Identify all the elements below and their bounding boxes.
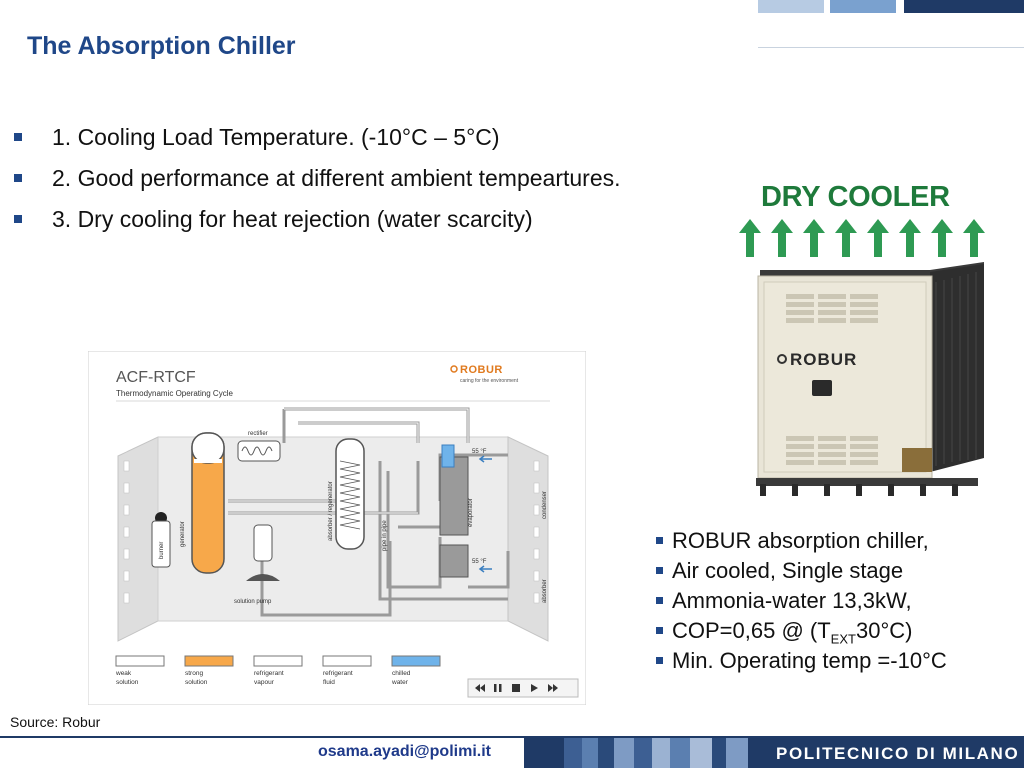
bullet-text: 3. Dry cooling for heat rejection (water…	[52, 206, 533, 232]
label-absorber: absorber	[542, 579, 548, 603]
spec-item: Min. Operating temp =-10°C	[656, 648, 947, 678]
author-email-link[interactable]: osama.ayadi@polimi.it	[318, 743, 491, 760]
legend-swatch	[253, 655, 303, 667]
spec-marker	[656, 657, 663, 664]
institution-name: POLITECNICO DI MILANO	[776, 744, 1020, 763]
pause-icon	[494, 684, 502, 692]
legend-swatch	[391, 655, 441, 667]
footer: osama.ayadi@polimi.it POLITECNICO DI MIL…	[0, 736, 1024, 768]
legend-label: water	[391, 679, 409, 686]
spec-text-tail: 30°C)	[855, 618, 913, 643]
legend-label: refrigerant	[323, 670, 353, 677]
spec-list: ROBUR absorption chiller, Air cooled, Si…	[656, 528, 947, 678]
spec-marker	[656, 627, 663, 634]
spec-text: Air cooled, Single stage	[672, 558, 904, 583]
footer-band	[524, 738, 1024, 768]
up-arrow-icon	[867, 219, 889, 257]
up-arrow-icon	[931, 219, 953, 257]
spec-text: Ammonia-water 13,3kW,	[672, 588, 912, 613]
legend-label: solution	[116, 679, 139, 686]
diagram-brand-tagline: caring for the environment	[460, 378, 519, 384]
player-controls	[467, 678, 579, 698]
label-condenser: condenser	[542, 491, 548, 519]
label-rectifier: rectifier	[248, 431, 268, 437]
legend-label: strong	[185, 670, 203, 677]
spec-item: COP=0,65 @ (TEXT30°C)	[656, 618, 947, 648]
diagram-subtitle: Thermodynamic Operating Cycle	[116, 389, 233, 398]
legend-label: vapour	[254, 679, 275, 686]
spec-item: ROBUR absorption chiller,	[656, 528, 947, 558]
legend-label: chilled	[392, 670, 411, 677]
legend-label: solution	[185, 679, 208, 686]
source-note: Source: Robur	[10, 714, 101, 730]
header-rule	[758, 47, 1024, 48]
dry-cooler-brand: ROBUR	[790, 350, 857, 369]
spec-text: ROBUR absorption chiller,	[672, 528, 929, 553]
label-solution-pump: solution pump	[234, 599, 272, 605]
legend-swatch	[322, 655, 372, 667]
label-temp-top: 55 °F	[472, 449, 487, 455]
spec-text: COP=0,65 @ (T	[672, 618, 831, 643]
dry-cooler-unit: ROBUR	[756, 262, 984, 496]
slide-title: The Absorption Chiller	[27, 32, 296, 60]
bullet-text: 2. Good performance at different ambient…	[52, 165, 621, 191]
up-arrow-icon	[899, 219, 921, 257]
bullet-marker	[14, 215, 22, 223]
spec-item: Air cooled, Single stage	[656, 558, 947, 588]
dry-cooler-label: DRY COOLER	[761, 181, 950, 213]
spec-item: Ammonia-water 13,3kW,	[656, 588, 947, 618]
legend-swatch	[115, 655, 165, 667]
legend-label: fluid	[323, 679, 335, 686]
spec-subscript: EXT	[830, 631, 856, 647]
legend-swatch	[184, 655, 234, 667]
label-generator: generator	[180, 521, 186, 547]
up-arrow-icon	[803, 219, 825, 257]
up-arrow-icon	[835, 219, 857, 257]
up-arrow-icon	[963, 219, 985, 257]
bullet-marker	[14, 133, 22, 141]
diagram-brand: ROBUR	[460, 364, 503, 376]
spec-marker	[656, 537, 663, 544]
rewind-icon	[475, 684, 485, 692]
bullet-marker	[14, 174, 22, 182]
airflow-arrows	[739, 219, 985, 257]
label-absorber-regenerator: absorber / regenerator	[328, 481, 334, 541]
fast-forward-icon	[548, 684, 558, 692]
spec-text: Min. Operating temp =-10°C	[672, 648, 947, 673]
play-icon	[531, 684, 538, 692]
spec-marker	[656, 567, 663, 574]
diagram-title: ACF-RTCF	[116, 369, 196, 386]
legend-label: weak	[115, 670, 132, 677]
up-arrow-icon	[739, 219, 761, 257]
spec-marker	[656, 597, 663, 604]
header-decoration	[754, 0, 1024, 13]
legend-label: refrigerant	[254, 670, 284, 677]
footer-rule	[0, 736, 1024, 738]
bullet-text: 1. Cooling Load Temperature. (-10°C – 5°…	[52, 124, 500, 150]
absorption-cycle-diagram: ACF-RTCF Thermodynamic Operating Cycle R…	[88, 351, 586, 705]
label-evaporator: evaporator	[468, 498, 474, 527]
stop-icon	[512, 684, 520, 692]
up-arrow-icon	[771, 219, 793, 257]
label-temp-bottom: 55 °F	[472, 559, 487, 565]
label-pipe-in-pipe: pipe in pipe	[382, 520, 388, 551]
label-burner: burner	[159, 542, 165, 559]
diagram-legend: weak solution strong solution refrigeran…	[115, 655, 441, 686]
